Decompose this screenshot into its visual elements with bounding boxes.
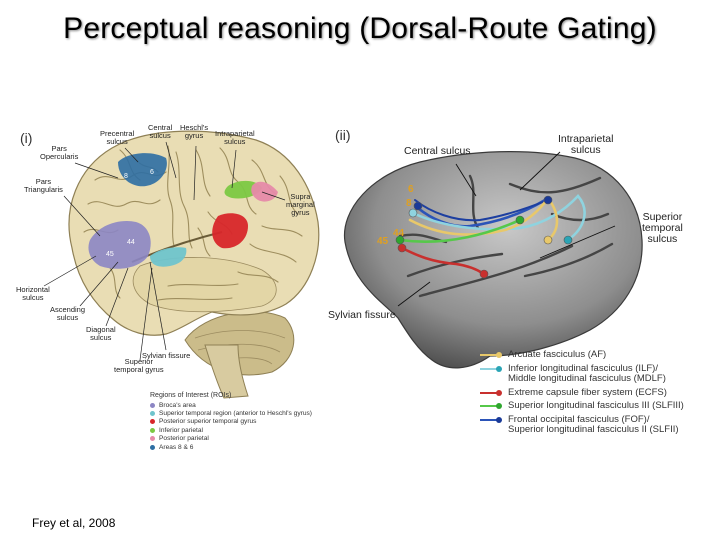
roi-dot-icon <box>150 436 155 442</box>
area-45-number: 45 <box>106 251 114 258</box>
tract-legend-label: Arcuate fasciculus (AF) <box>508 349 607 360</box>
area-44-number: 44 <box>393 228 405 239</box>
area-45-number: 45 <box>377 236 389 247</box>
label-superior-temporal-sulcus: Superior temporal sulcus <box>642 211 683 245</box>
roi-dot-icon <box>150 419 155 425</box>
tract-swatch-icon <box>480 364 502 374</box>
tract-legend-item: Arcuate fasciculus (AF) <box>480 349 684 361</box>
tract-legend-label: Extreme capsule fiber system (ECFS) <box>508 386 667 398</box>
tract-legend-label: Superior longitudinal fasciculus III (SL… <box>508 400 684 411</box>
roi-legend-label: Areas 8 & 6 <box>159 443 194 451</box>
tract-legend-label: Inferior longitudinal fasciculus (ILF)/ … <box>508 362 666 384</box>
label-superior-temporal-gyrus: Superior temporal gyrus <box>114 357 164 374</box>
roi-brocas-area <box>88 220 151 269</box>
label-pars-triangularis: Pars Triangularis <box>24 177 63 194</box>
roi-posterior-stg <box>212 213 248 249</box>
roi-posterior-parietal <box>251 181 278 202</box>
roi-dot-icon <box>150 444 155 450</box>
panel-label-ii: (ii) <box>335 127 351 143</box>
area-44-number: 44 <box>127 239 135 246</box>
label-diagonal-sulcus: Diagonal sulcus <box>86 325 116 342</box>
label-intraparietal-sulcus: Intraparietal sulcus <box>215 129 255 146</box>
tract-legend-item: Extreme capsule fiber system (ECFS) <box>480 386 684 399</box>
label-ascending-sulcus: Ascending sulcus <box>50 305 86 322</box>
tract-legend-label: Frontal occipital fasciculus (FOF)/ Supe… <box>508 413 679 435</box>
label-supramarginal-gyrus: Supra marginal gyrus <box>286 192 315 217</box>
roi-legend-label: Inferior parietal <box>159 426 203 434</box>
label-precentral-sulcus: Precentral sulcus <box>100 129 135 146</box>
citation: Frey et al, 2008 <box>32 516 116 530</box>
roi-legend-item: Areas 8 & 6 <box>150 443 312 451</box>
fiber-tracts <box>398 194 586 276</box>
label-sylvian-fissure-monkey: Sylvian fissure <box>328 309 396 321</box>
label-horizontal-sulcus: Horizontal sulcus <box>16 285 50 302</box>
area-8-number: 8 <box>406 198 412 209</box>
panel-label-i: (i) <box>20 130 33 146</box>
tract-swatch-icon <box>480 350 502 360</box>
label-sylvian-fissure: Sylvian fissure <box>142 351 191 360</box>
roi-legend-label: Superior temporal region (anterior to He… <box>159 410 312 418</box>
roi-area-8-6 <box>118 153 167 187</box>
roi-legend-label: Posterior superior temporal gyrus <box>159 418 257 426</box>
tract-endpoints <box>395 195 573 279</box>
label-pars-opercularis: Pars Opercularis <box>40 144 79 161</box>
area-8-number: 8 <box>124 173 128 180</box>
roi-superior-temporal <box>150 247 187 267</box>
roi-legend: Regions of Interest (ROIs) Broca's area … <box>150 392 312 451</box>
label-intraparietal-sulcus-monkey: Intraparietal sulcus <box>558 133 614 156</box>
tract-legend: Arcuate fasciculus (AF) Inferior longitu… <box>480 349 684 436</box>
tract-legend-item: Superior longitudinal fasciculus III (SL… <box>480 400 684 412</box>
roi-legend-label: Broca's area <box>159 401 196 409</box>
tract-swatch-icon <box>480 388 502 398</box>
roi-dot-icon <box>150 427 155 433</box>
roi-inferior-parietal <box>224 180 262 199</box>
tract-swatch-icon <box>480 415 502 425</box>
roi-legend-label: Posterior parietal <box>159 435 209 443</box>
roi-legend-item: Broca's area <box>150 401 312 409</box>
label-central-sulcus: Central sulcus <box>148 123 173 140</box>
roi-dot-icon <box>150 411 155 417</box>
roi-dot-icon <box>150 402 155 408</box>
roi-legend-item: Posterior parietal <box>150 435 312 443</box>
roi-legend-title: Regions of Interest (ROIs) <box>150 392 232 399</box>
area-6-number: 6 <box>408 184 414 195</box>
slide-title: Perceptual reasoning (Dorsal-Route Gatin… <box>63 12 657 45</box>
label-central-sulcus-monkey: Central sulcus <box>404 145 471 157</box>
tract-legend-item: Inferior longitudinal fasciculus (ILF)/ … <box>480 362 684 385</box>
tract-legend-item: Frontal occipital fasciculus (FOF)/ Supe… <box>480 413 684 436</box>
tract-swatch-icon <box>480 401 502 411</box>
roi-legend-item: Posterior superior temporal gyrus <box>150 418 312 426</box>
label-heschls-gyrus: Heschl's gyrus <box>180 123 209 140</box>
area-6-number: 6 <box>150 169 154 176</box>
roi-legend-item: Inferior parietal <box>150 426 312 434</box>
roi-legend-item: Superior temporal region (anterior to He… <box>150 409 312 417</box>
